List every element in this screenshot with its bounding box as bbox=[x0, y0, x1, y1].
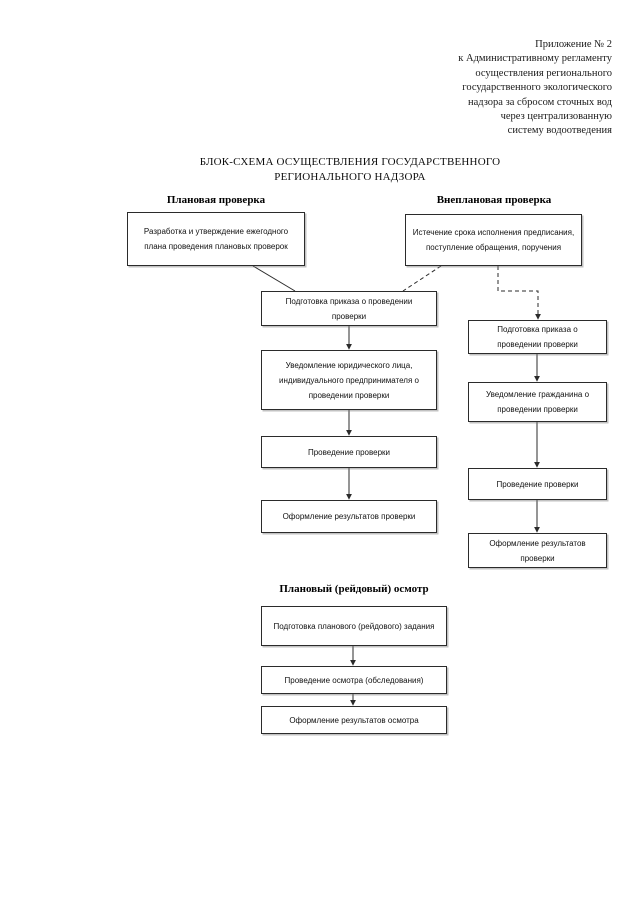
connector-unplanned-to-order-right bbox=[497, 266, 541, 320]
header-line-4: государственного экологического bbox=[462, 82, 612, 94]
flow-box-results-middle[interactable]: Оформление результатов проверки bbox=[261, 500, 437, 533]
flow-box-order-middle[interactable]: Подготовка приказа о проведении проверки bbox=[261, 291, 437, 326]
flow-box-results-right[interactable]: Оформление результатов проверки bbox=[468, 533, 607, 568]
flow-box-raid-inspection[interactable]: Проведение осмотра (обследования) bbox=[261, 666, 447, 694]
header-line-7: систему водоотведения bbox=[507, 125, 612, 137]
header-line-3: осуществления регионального bbox=[475, 67, 612, 79]
flow-box-notify-legal-entity[interactable]: Уведомление юридического лица, индивидуа… bbox=[261, 350, 437, 410]
flow-box-unplanned-sources[interactable]: Истечение срока исполнения предписания, … bbox=[405, 214, 582, 266]
flow-box-order-right-label: Подготовка приказа о проведении проверки bbox=[497, 325, 578, 349]
flow-box-raid-results-label: Оформление результатов осмотра bbox=[289, 715, 419, 725]
flow-box-inspection-right-label: Проведение проверки bbox=[496, 479, 579, 489]
flow-box-inspection-middle[interactable]: Проведение проверки bbox=[261, 436, 437, 468]
section-heading-raid: Плановый (рейдовый) осмотр bbox=[279, 583, 429, 595]
flow-box-order-right[interactable]: Подготовка приказа о проведении проверки bbox=[468, 320, 607, 354]
header-line-6: через централизованную bbox=[500, 111, 612, 123]
header-line-5: надзора за сбросом сточных вод bbox=[467, 96, 612, 108]
flow-box-notify-legal-entity-label: Уведомление юридического лица, индивидуа… bbox=[279, 360, 419, 400]
header-line-2: к Административному регламенту bbox=[458, 53, 612, 65]
document-header: Приложение № 2 к Административному регла… bbox=[352, 38, 612, 139]
flow-box-inspection-right[interactable]: Проведение проверки bbox=[468, 468, 607, 500]
connector-planned-to-order bbox=[252, 265, 296, 292]
header-line-1: Приложение № 2 bbox=[535, 39, 612, 50]
flow-box-results-right-label: Оформление результатов проверки bbox=[489, 538, 586, 563]
section-heading-unplanned: Внеплановая проверка bbox=[436, 194, 552, 206]
connector-unplanned-to-order-middle bbox=[402, 265, 442, 292]
flow-box-unplanned-sources-label: Истечение срока исполнения предписания, … bbox=[412, 228, 575, 252]
flow-box-raid-results[interactable]: Оформление результатов осмотра bbox=[261, 706, 447, 734]
flow-box-raid-task[interactable]: Подготовка планового (рейдового) задания bbox=[261, 606, 447, 646]
page-title-line-1: БЛОК-СХЕМА ОСУЩЕСТВЛЕНИЯ ГОСУДАРСТВЕННОГ… bbox=[199, 156, 501, 168]
flow-box-order-middle-label: Подготовка приказа о проведении проверки bbox=[285, 296, 413, 321]
section-heading-planned: Плановая проверка bbox=[166, 194, 266, 206]
page-title: БЛОК-СХЕМА ОСУЩЕСТВЛЕНИЯ ГОСУДАРСТВЕННОГ… bbox=[140, 155, 560, 185]
flow-box-raid-task-label: Подготовка планового (рейдового) задания bbox=[273, 621, 435, 631]
flow-box-raid-inspection-label: Проведение осмотра (обследования) bbox=[284, 675, 424, 685]
page-title-line-2: РЕГИОНАЛЬНОГО НАДЗОРА bbox=[274, 171, 426, 183]
flow-box-inspection-middle-label: Проведение проверки bbox=[307, 447, 390, 457]
flow-box-notify-citizen[interactable]: Уведомление гражданина о проведении пров… bbox=[468, 382, 607, 422]
flow-box-results-middle-label: Оформление результатов проверки bbox=[282, 512, 416, 521]
flow-box-notify-citizen-label: Уведомление гражданина о проведении пров… bbox=[485, 390, 590, 414]
flow-box-plan-development-label: Разработка и утверждение ежегодного план… bbox=[143, 227, 289, 251]
flow-box-plan-development[interactable]: Разработка и утверждение ежегодного план… bbox=[127, 212, 305, 266]
